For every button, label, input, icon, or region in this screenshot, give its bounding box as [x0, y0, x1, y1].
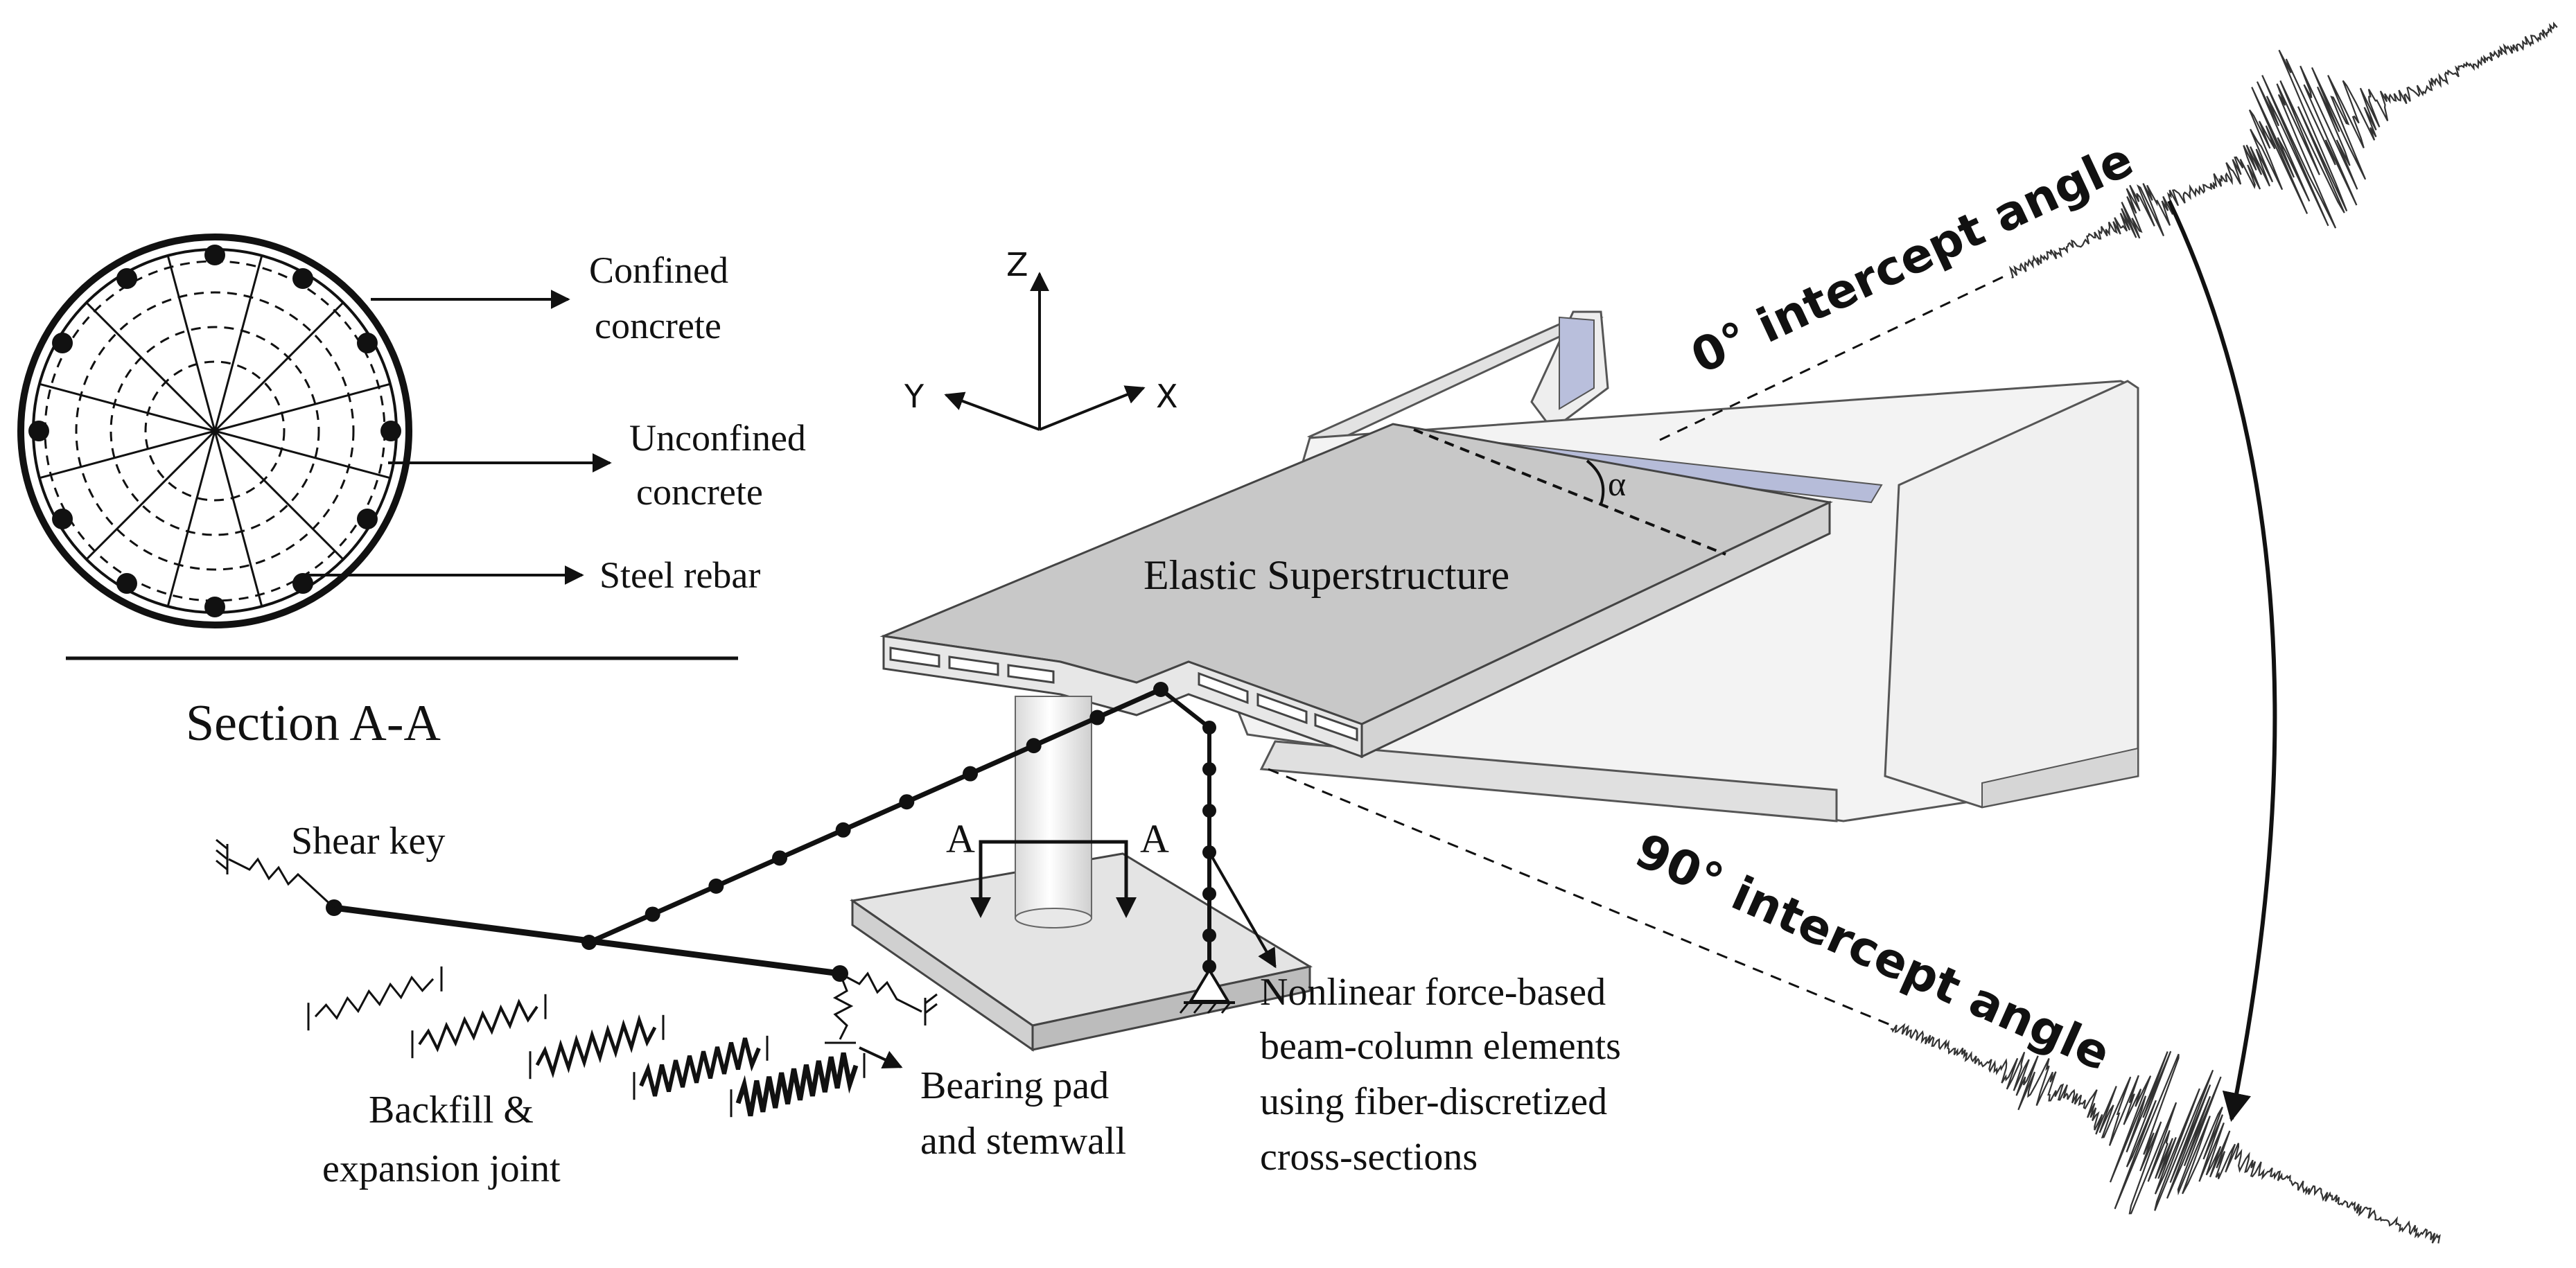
callout-confined-line1: Confined [589, 249, 728, 291]
backfill-spring [314, 976, 435, 1020]
seismogram-90deg [1890, 1023, 2441, 1244]
model-labels: Shear key Backfill & expansion joint Bea… [291, 820, 1621, 1190]
nonlinear-label-line4: cross-sections [1260, 1136, 1478, 1179]
section-marker-left: A [946, 816, 975, 861]
skew-angle-symbol: α [1608, 464, 1626, 503]
section-marker-right: A [1140, 816, 1169, 861]
bent-node [1202, 721, 1216, 734]
rigid-link [333, 904, 841, 977]
column-cross-section [17, 234, 412, 628]
rebar-dot [116, 572, 137, 594]
rebar-dot [292, 268, 313, 290]
coordinate-axes: Z Y X [904, 246, 1178, 431]
bearing-label-line2: and stemwall [920, 1120, 1126, 1163]
rebar-dot [356, 333, 378, 353]
backfill-spring [418, 998, 538, 1053]
backfill-springs [307, 966, 866, 1118]
element-node [1153, 682, 1168, 697]
axis-x-label: X [1156, 378, 1178, 415]
axis-y-label: Y [904, 378, 925, 415]
nonlinear-element-chain [588, 687, 1162, 945]
fiber-spoke [214, 382, 391, 432]
nonlinear-label-line2: beam-column elements [1260, 1025, 1621, 1068]
rebar-dot [52, 333, 73, 353]
bent-node [1202, 928, 1216, 942]
box-girder-cells [889, 646, 1358, 742]
fiber-spoke [214, 430, 391, 479]
callout-unconfined-line2: concrete [636, 471, 763, 513]
intercept-angle-90-label: 90° intercept angle [1627, 823, 2118, 1082]
bent-node-markers [1202, 721, 1216, 974]
bent-node [1202, 804, 1216, 818]
fiber-spoke [85, 430, 216, 561]
element-node [1026, 738, 1042, 754]
shear-key-label: Shear key [291, 820, 445, 863]
backfill-spring [735, 1052, 859, 1117]
rebar-dot [380, 421, 401, 441]
fiber-spoke [213, 430, 344, 561]
fiber-spoke [213, 430, 263, 607]
element-node [708, 878, 724, 894]
bent-node [1202, 887, 1216, 901]
rebar-dot [28, 421, 49, 441]
seismogram-0deg [2008, 21, 2558, 279]
bridge-column [1015, 696, 1092, 919]
deck-side-right [1360, 500, 1831, 759]
ground-motion-0deg: 0° intercept angle [1659, 21, 2558, 441]
callout-steel-rebar: Steel rebar [305, 554, 760, 596]
backfill-spring [535, 1014, 657, 1079]
bent-node [1202, 960, 1216, 974]
rebar-dot [116, 268, 137, 290]
element-node [963, 766, 978, 782]
element-node [835, 822, 851, 838]
fiber-spoke [213, 301, 344, 432]
backfill-spring [639, 1037, 761, 1097]
abutment-footing [1259, 740, 1838, 822]
fiber-spoke [213, 255, 263, 432]
rebar-dot [204, 245, 225, 265]
bent-node [1202, 762, 1216, 776]
bridge-model: α Elastic Superstructure A A [326, 310, 2139, 1052]
bearing-label-line1: Bearing pad [920, 1064, 1109, 1107]
nonlinear-label-line1: Nonlinear force-based [1260, 971, 1606, 1014]
section-title: Section A-A [186, 695, 441, 752]
fiber-spoke [39, 430, 216, 479]
steel-rebar-dots [28, 245, 401, 617]
backfill-label-line2: expansion joint [322, 1147, 561, 1190]
element-node [1089, 710, 1105, 725]
rebar-dot [52, 509, 73, 529]
axis-z-label: Z [1006, 246, 1028, 283]
callout-unconfined-line1: Unconfined [629, 417, 806, 459]
rotation-arrow [2167, 200, 2277, 1122]
fiber-spoke [166, 255, 216, 432]
fiber-spoke [85, 301, 216, 432]
element-node [899, 794, 915, 810]
fiber-spoke [166, 430, 216, 607]
callout-steel-rebar-label: Steel rebar [599, 554, 760, 596]
element-node [645, 906, 660, 922]
fiber-spokes [39, 255, 391, 607]
rebar-dot [204, 597, 225, 617]
callout-unconfined-concrete: Unconfined concrete [388, 417, 806, 513]
rebar-dot [292, 572, 313, 594]
shear-key-spring [216, 838, 335, 909]
backfill-label-line1: Backfill & [369, 1089, 534, 1131]
section-a-a: Confined concrete Unconfined concrete St… [17, 234, 806, 752]
element-node [772, 850, 787, 866]
fiber-spoke [39, 382, 216, 432]
superstructure-label: Elastic Superstructure [1144, 552, 1509, 598]
nonlinear-label-line3: using fiber-discretized [1260, 1080, 1607, 1123]
intercept-angle-0-label: 0° intercept angle [1683, 132, 2141, 385]
rebar-dot [356, 509, 378, 529]
callout-confined-concrete: Confined concrete [371, 249, 728, 346]
callout-confined-line2: concrete [595, 305, 721, 346]
bearing-pad-springs [825, 971, 938, 1044]
section-cut-marker: A A [946, 816, 1169, 918]
